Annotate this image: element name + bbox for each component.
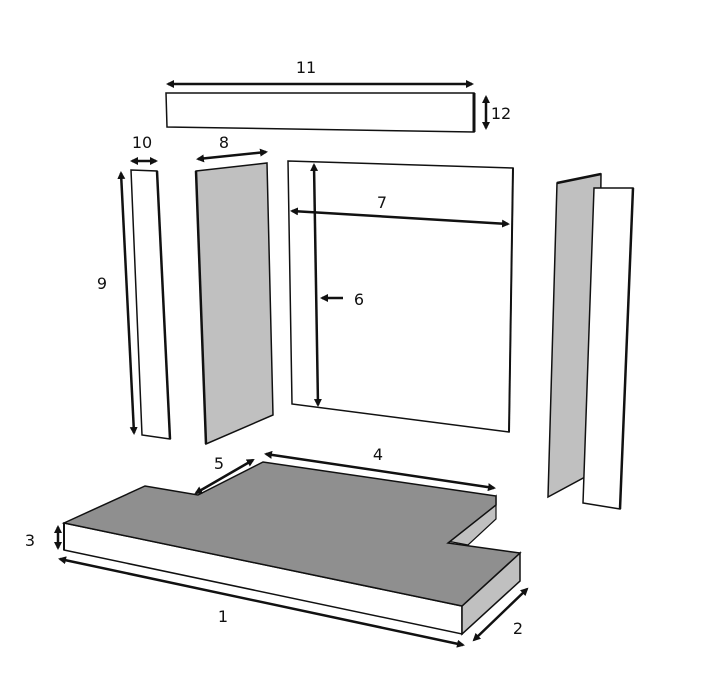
- dimension-arrow-5: [194, 458, 255, 495]
- dimension-arrow-2: [472, 587, 529, 642]
- dimension-label-7: 7: [376, 193, 388, 212]
- dimension-arrow-4: [264, 450, 496, 492]
- dimension-label-5: 5: [213, 454, 225, 473]
- left-panel-part: [194, 162, 274, 446]
- back-panel-part: [287, 160, 514, 433]
- dimension-label-11: 11: [295, 58, 317, 77]
- top-bar-part: [165, 92, 476, 133]
- dimension-label-12: 12: [490, 104, 512, 123]
- dimension-arrow-8: [196, 148, 268, 163]
- dimension-arrow-6: [310, 163, 322, 407]
- dimension-arrow-7: [290, 207, 510, 228]
- dimension-label-9: 9: [96, 274, 108, 293]
- dimension-label-1: 1: [217, 607, 229, 626]
- dimension-label-4: 4: [372, 445, 384, 464]
- dimension-label-10: 10: [131, 133, 153, 152]
- dimension-arrow-1: [58, 556, 465, 648]
- dimension-label-8: 8: [218, 133, 230, 152]
- right-strip-part: [582, 187, 635, 510]
- left-strip-part: [130, 169, 172, 440]
- dimension-label-6: 6: [353, 290, 365, 309]
- dimension-label-3: 3: [24, 531, 36, 550]
- dimension-label-2: 2: [512, 619, 524, 638]
- dimension-arrow-9: [117, 171, 138, 435]
